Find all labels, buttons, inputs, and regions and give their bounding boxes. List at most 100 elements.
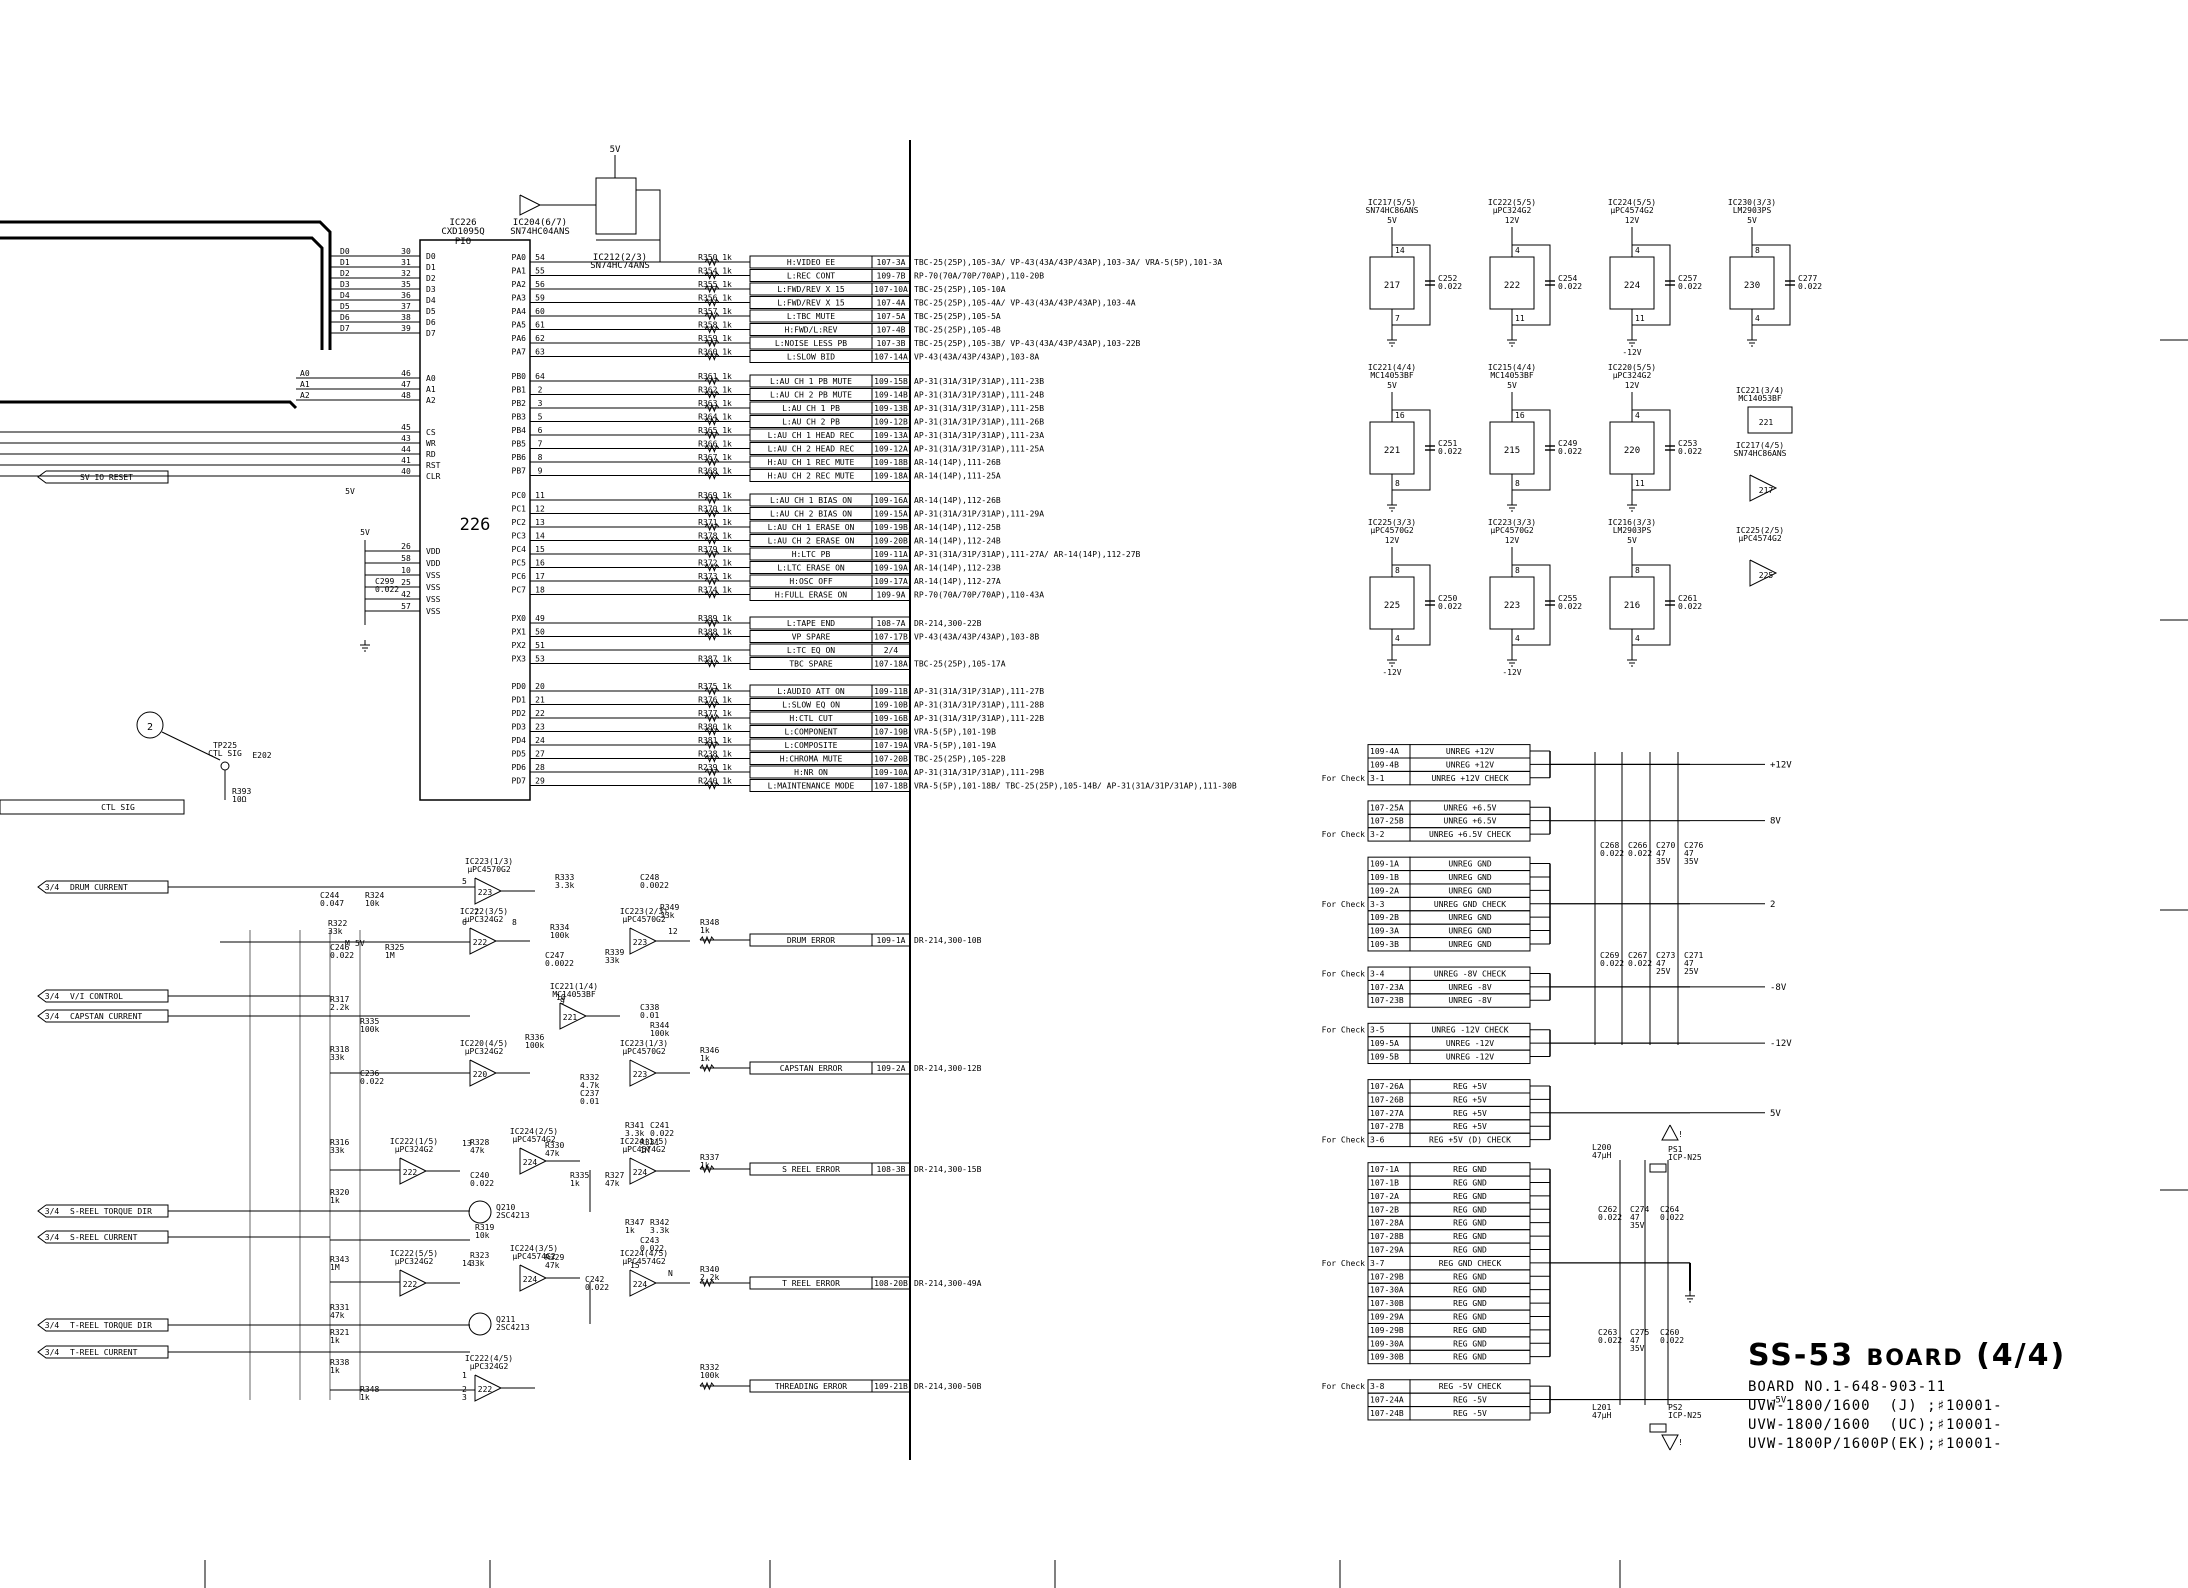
power-signal-name: UNREG +12V: [1446, 760, 1494, 769]
power-part-label: 35V: [1684, 857, 1699, 866]
port-dest: TBC-25(25P),105-5A: [914, 312, 1001, 321]
power-part-label: 0.022: [1660, 1213, 1684, 1222]
component-label: C247: [545, 951, 564, 960]
ic-part: MC14053BF: [1370, 371, 1414, 380]
opamp-symbol: [559, 1002, 588, 1030]
port-conn: 109-15B: [874, 377, 908, 386]
port-signal: H:AU CH 1 REC MUTE: [768, 458, 855, 467]
component-label: C243: [640, 1236, 659, 1245]
power-conn-pin: 107-1B: [1370, 1178, 1399, 1187]
component-label: 4.7k: [580, 1081, 599, 1090]
resistor: [704, 549, 720, 559]
opamp-number: 224: [523, 1158, 538, 1167]
cap-value: 0.022: [1678, 602, 1702, 611]
ctrl-pin: 41: [401, 456, 411, 465]
port-res: R387 1k: [698, 655, 732, 664]
port-res: R354 1k: [698, 267, 732, 276]
opamp-number: 223: [633, 1070, 648, 1079]
port-name: PX1: [512, 628, 527, 637]
power-conn-pin: 107-26B: [1370, 1095, 1404, 1104]
for-check-label: For Check: [1322, 1026, 1366, 1035]
opamp-number: 224: [633, 1168, 648, 1177]
data-pin: 39: [401, 324, 411, 333]
component-label: C236: [360, 1069, 379, 1078]
port-dest: VRA-5(5P),101-18B/ TBC-25(25P),105-14B/ …: [914, 782, 1237, 791]
power-signal-name: REG GND: [1453, 1165, 1487, 1174]
ic-pin: 4: [1755, 314, 1760, 323]
servo-input-ref: 3/4: [45, 1233, 60, 1242]
port-res: R363 1k: [698, 399, 732, 408]
port-dest: AP-31(31A/31P/31AP),111-28B: [914, 701, 1044, 710]
resistor: [704, 298, 720, 307]
component-label: 0.0022: [640, 881, 669, 890]
port-signal: L:TC EQ ON: [787, 646, 835, 655]
servo-out-conn-box: [871, 1162, 911, 1176]
opamp-symbol: [629, 1269, 658, 1297]
port-signal: L:AU CH 2 PB: [782, 418, 840, 427]
power-conn-pin: 107-2A: [1370, 1192, 1399, 1201]
port-conn: 107-5A: [877, 312, 906, 321]
opamp-part: μPC4574G2: [512, 1135, 556, 1144]
connector-box: [871, 616, 911, 630]
connector-box: [871, 657, 911, 670]
ic-number: 224: [1624, 281, 1640, 291]
port-pin: 51: [535, 641, 545, 650]
opamp-symbol: [629, 1157, 658, 1185]
port-res: R377 1k: [698, 709, 732, 718]
port-dest: VRA-5(5P),101-19A: [914, 741, 996, 750]
port-name: PA5: [512, 321, 527, 330]
port-name: PB6: [512, 453, 527, 462]
ctrl-pin: 45: [401, 423, 411, 432]
transistor-body: [468, 1200, 492, 1224]
power-signal-name: REG -5V: [1453, 1396, 1487, 1405]
power-pin: 58: [401, 554, 411, 563]
component-label: R325: [385, 943, 404, 952]
power-part-label: 0.022: [1598, 1336, 1622, 1345]
connector-box: [871, 711, 911, 725]
cap-ref: C254: [1558, 274, 1577, 283]
rail-5v: 5V: [345, 487, 355, 496]
connector-box: [871, 388, 911, 401]
ic-pin: 4: [1515, 634, 1520, 643]
connector-box: [871, 374, 911, 388]
servo-out-signal: CAPSTAN ERROR: [780, 1064, 843, 1073]
power-conn-pin: 109-2B: [1370, 913, 1399, 922]
port-name: PB1: [512, 386, 527, 395]
opamp-ref: IC222(3/5): [460, 907, 508, 916]
addr-pin: 48: [401, 391, 411, 400]
port-pin: 7: [538, 440, 543, 449]
port-dest: AR-14(14P),111-26B: [914, 458, 1001, 467]
flipflop-part: SN74HC74ANS: [590, 261, 650, 271]
cap-ref: C261: [1678, 594, 1697, 603]
fuse-symbol: [1649, 1423, 1667, 1433]
power-part-label: 47μH: [1592, 1151, 1611, 1160]
aux-ic-part: μPC4574G2: [1738, 534, 1782, 543]
port-signal: L:COMPONENT: [785, 728, 838, 737]
cap-ref: C249: [1558, 439, 1577, 448]
data-pin: 31: [401, 258, 411, 267]
ctrl-pin-name: RST: [426, 461, 441, 470]
power-conn-pin: 109-30A: [1370, 1339, 1404, 1348]
power-part-label: C266: [1628, 841, 1647, 850]
ic-rail: 12V: [1385, 536, 1400, 545]
board-title-part: (4/4): [1976, 1338, 2067, 1373]
power-conn-pin: 107-27A: [1370, 1109, 1404, 1118]
power-conn-pin: 107-25A: [1370, 803, 1404, 812]
port-name: PD4: [512, 736, 527, 745]
pin-number: 9: [560, 997, 565, 1006]
port-pin: 6: [538, 426, 543, 435]
power-signal-name: UNREG -8V: [1448, 996, 1492, 1005]
port-res: R365 1k: [698, 426, 732, 435]
pin-number: 6: [462, 918, 467, 927]
for-check-label: For Check: [1322, 969, 1366, 978]
power-conn-pin: 107-27B: [1370, 1122, 1404, 1131]
board-number: BOARD NO.1-648-903-11: [1748, 1379, 1947, 1395]
resistor: [704, 457, 720, 467]
component-label: 1k: [330, 1196, 340, 1205]
component-label: 0.022: [585, 1283, 609, 1292]
connector-box: [871, 282, 911, 296]
port-signal: L:FWD/REV X 15: [777, 299, 845, 308]
opamp-part: μPC4570G2: [622, 915, 666, 924]
opamp-part: μPC324G2: [465, 915, 504, 924]
